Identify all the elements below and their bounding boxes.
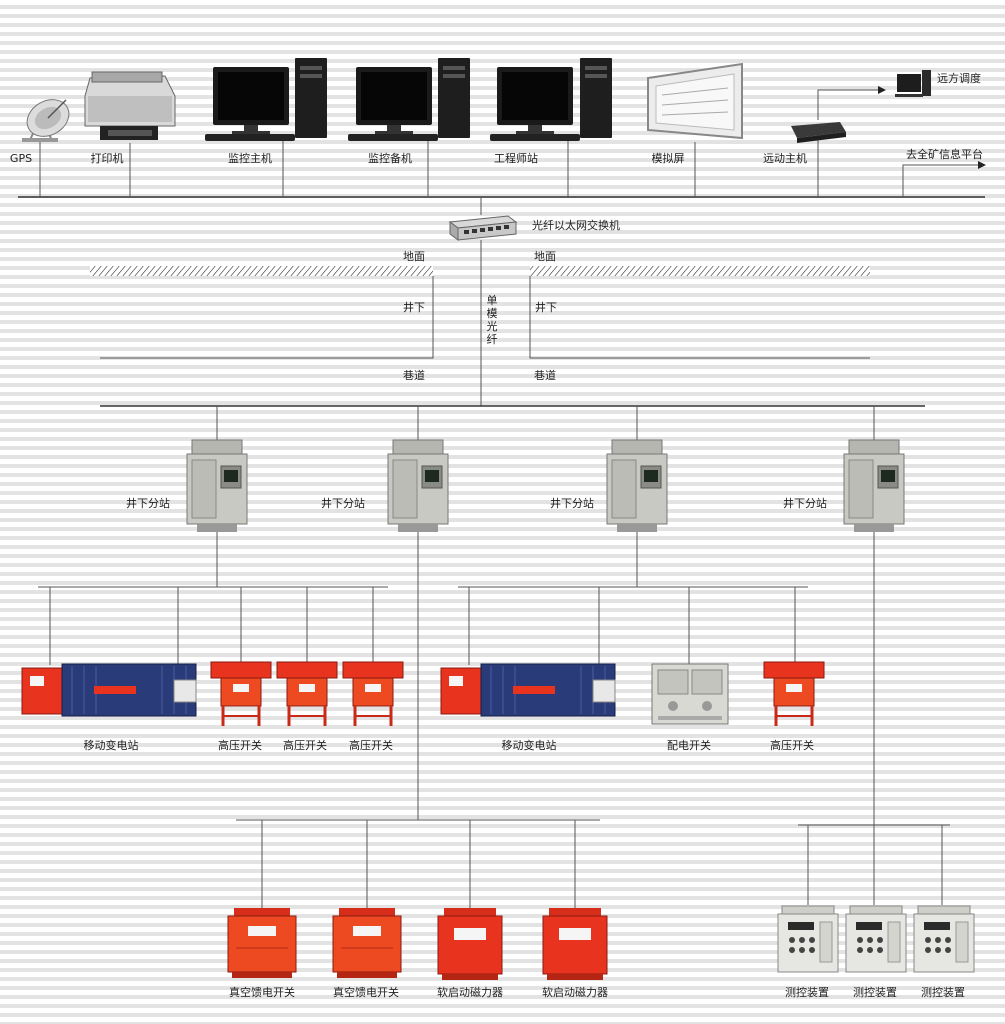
monitor-host-label: 监控主机 [228, 151, 272, 165]
high-voltage-switch-icon [276, 661, 338, 726]
mobile-substation-icon [21, 663, 197, 717]
substation-cabinet-icon [606, 439, 668, 532]
substation-cabinet-icon [843, 439, 905, 532]
ground-hatch-right [530, 266, 870, 276]
group2-device-label: 配电开关 [667, 738, 711, 752]
group3-device-label: 真空馈电开关 [333, 985, 399, 999]
substation-cabinet-icon [186, 439, 248, 532]
vacuum-feeder-switch-icon [332, 908, 402, 978]
ground-label-right: 地面 [534, 250, 556, 263]
remote-dispatch-computer-icon [895, 70, 931, 97]
roadway-boundary-left [100, 276, 434, 359]
backup-host-computer-icon [348, 58, 470, 141]
measurement-control-device-icon [913, 905, 975, 973]
monitor-host-computer-icon [205, 58, 327, 141]
distribution-switch-icon [651, 663, 729, 725]
group4-device-label: 测控装置 [785, 985, 829, 999]
underground-label-right: 井下 [535, 300, 557, 314]
roadway-label-left: 巷道 [403, 368, 425, 382]
gps-label: GPS [10, 152, 32, 165]
group4-device-label: 测控装置 [853, 985, 897, 999]
soft-starter-icon [542, 908, 608, 980]
engineer-station-label: 工程师站 [494, 151, 538, 165]
group1-device-label: 高压开关 [218, 738, 262, 752]
group1-device-label: 高压开关 [349, 738, 393, 752]
substation-label: 井下分站 [550, 496, 594, 510]
remote-host-device-icon [791, 122, 846, 143]
fiber-label-char: 单 [487, 294, 498, 307]
simulation-screen-label: 模拟屏 [652, 151, 685, 165]
fiber-label-char: 模 [487, 307, 498, 320]
underground-label-left: 井下 [403, 300, 425, 314]
substation-label: 井下分站 [126, 496, 170, 510]
gps-dish-icon [22, 99, 70, 142]
remote-dispatch-label: 远方调度 [937, 71, 981, 85]
connection-lines [18, 86, 986, 912]
mine-platform-arrow [902, 161, 986, 197]
measurement-control-device-icon [777, 905, 839, 973]
mobile-substation-icon [440, 663, 616, 717]
group3-device-label: 软启动磁力器 [542, 985, 608, 999]
printer-icon [84, 71, 176, 140]
backup-host-label: 监控备机 [368, 151, 412, 165]
high-voltage-switch-icon [763, 661, 825, 726]
group2-device-label: 高压开关 [770, 738, 814, 752]
roadway-label-right: 巷道 [534, 368, 556, 382]
remote-host-label: 远动主机 [763, 151, 807, 165]
fiber-label-char: 光 [487, 319, 498, 333]
high-voltage-switch-icon [210, 661, 272, 726]
ground-label-left: 地面 [403, 250, 425, 263]
group3-device-label: 真空馈电开关 [229, 985, 295, 999]
group3-device-label: 软启动磁力器 [437, 985, 503, 999]
ground-hatch-left [90, 266, 433, 276]
roadway-boundary-right [529, 276, 870, 359]
simulation-screen-icon [647, 62, 743, 140]
vacuum-feeder-switch-icon [227, 908, 297, 978]
group1-device-label: 高压开关 [283, 738, 327, 752]
printer-label: 打印机 [91, 151, 124, 165]
fiber-label: 单 模 光 纤 [487, 294, 498, 346]
group2-device-label: 移动变电站 [502, 738, 557, 752]
fiber-label-char: 纤 [487, 333, 498, 346]
substation-cabinet-icon [387, 439, 449, 532]
group1-device-label: 移动变电站 [84, 738, 139, 752]
substation-label: 井下分站 [321, 496, 365, 510]
engineer-station-computer-icon [490, 58, 612, 141]
measurement-control-device-icon [845, 905, 907, 973]
soft-starter-icon [437, 908, 503, 980]
ethernet-switch-icon [448, 215, 518, 241]
ethernet-switch-label: 光纤以太网交换机 [532, 218, 620, 232]
mine-platform-label: 去全矿信息平台 [906, 147, 983, 161]
group4-device-label: 测控装置 [921, 985, 965, 999]
remote-dispatch-arrow [817, 86, 886, 120]
high-voltage-switch-icon [342, 661, 404, 726]
substation-label: 井下分站 [783, 496, 827, 510]
